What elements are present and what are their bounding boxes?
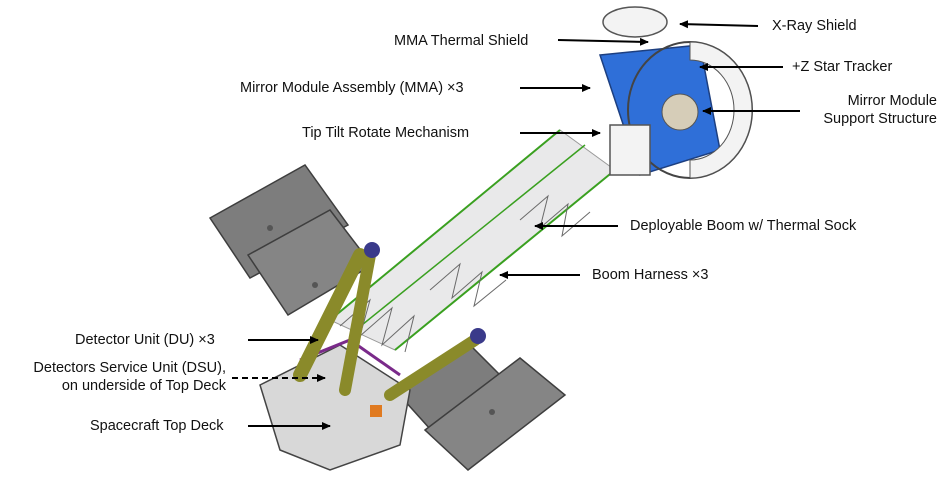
- label-dsu-line2: on underside of Top Deck: [61, 378, 226, 394]
- label-boom: Deployable Boom w/ Thermal Sock: [628, 217, 859, 235]
- label-top-deck: Spacecraft Top Deck: [88, 417, 226, 435]
- label-mma: Mirror Module Assembly (MMA) ×3: [238, 79, 466, 97]
- label-detector-unit: Detector Unit (DU) ×3: [73, 331, 217, 349]
- arrow-xray-shield: [679, 20, 759, 29]
- label-mma-thermal-shield: MMA Thermal Shield: [392, 32, 531, 50]
- label-star-tracker: +Z Star Tracker: [790, 58, 895, 76]
- label-tip-tilt: Tip Tilt Rotate Mechanism: [300, 124, 472, 142]
- label-mirror-support-line1: Mirror Module: [847, 93, 937, 109]
- arrow-mma-thermal-shield: [557, 37, 649, 46]
- detector-struts: [293, 242, 486, 401]
- label-xray-shield: X-Ray Shield: [770, 17, 859, 35]
- label-mirror-support: Mirror Module Support Structure: [821, 92, 939, 128]
- mirror-assembly: [598, 6, 753, 179]
- label-dsu: Detectors Service Unit (DSU), on undersi…: [0, 359, 228, 395]
- spacecraft-bus: [259, 338, 411, 471]
- solar-panel-lower: [393, 344, 567, 471]
- label-dsu-line1: Detectors Service Unit (DSU),: [33, 360, 226, 376]
- label-boom-harness: Boom Harness ×3: [590, 266, 711, 284]
- label-mirror-support-line2: Support Structure: [823, 111, 937, 127]
- deployable-boom: [329, 129, 616, 353]
